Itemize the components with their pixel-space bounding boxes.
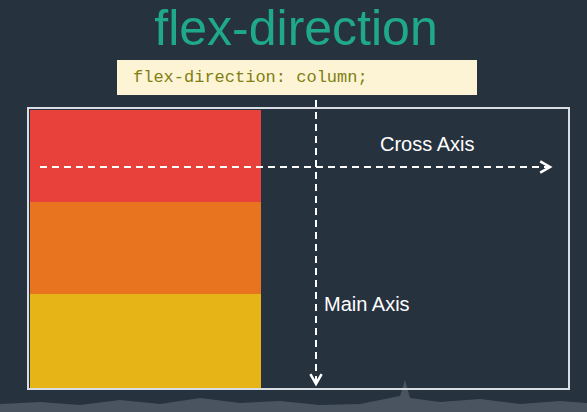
axis-label: Cross Axis [378,132,476,156]
axis-label: Main Axis [322,292,412,316]
flex-item [30,110,261,202]
main-axis-arrow [315,100,317,384]
cross-axis-arrow [40,166,550,168]
flex-item [30,202,261,294]
title: flex-direction [154,0,437,56]
code-box: flex-direction: column; [117,60,477,95]
flex-item [30,294,261,388]
code-text: flex-direction: column; [133,67,477,89]
flex-container [28,108,569,389]
